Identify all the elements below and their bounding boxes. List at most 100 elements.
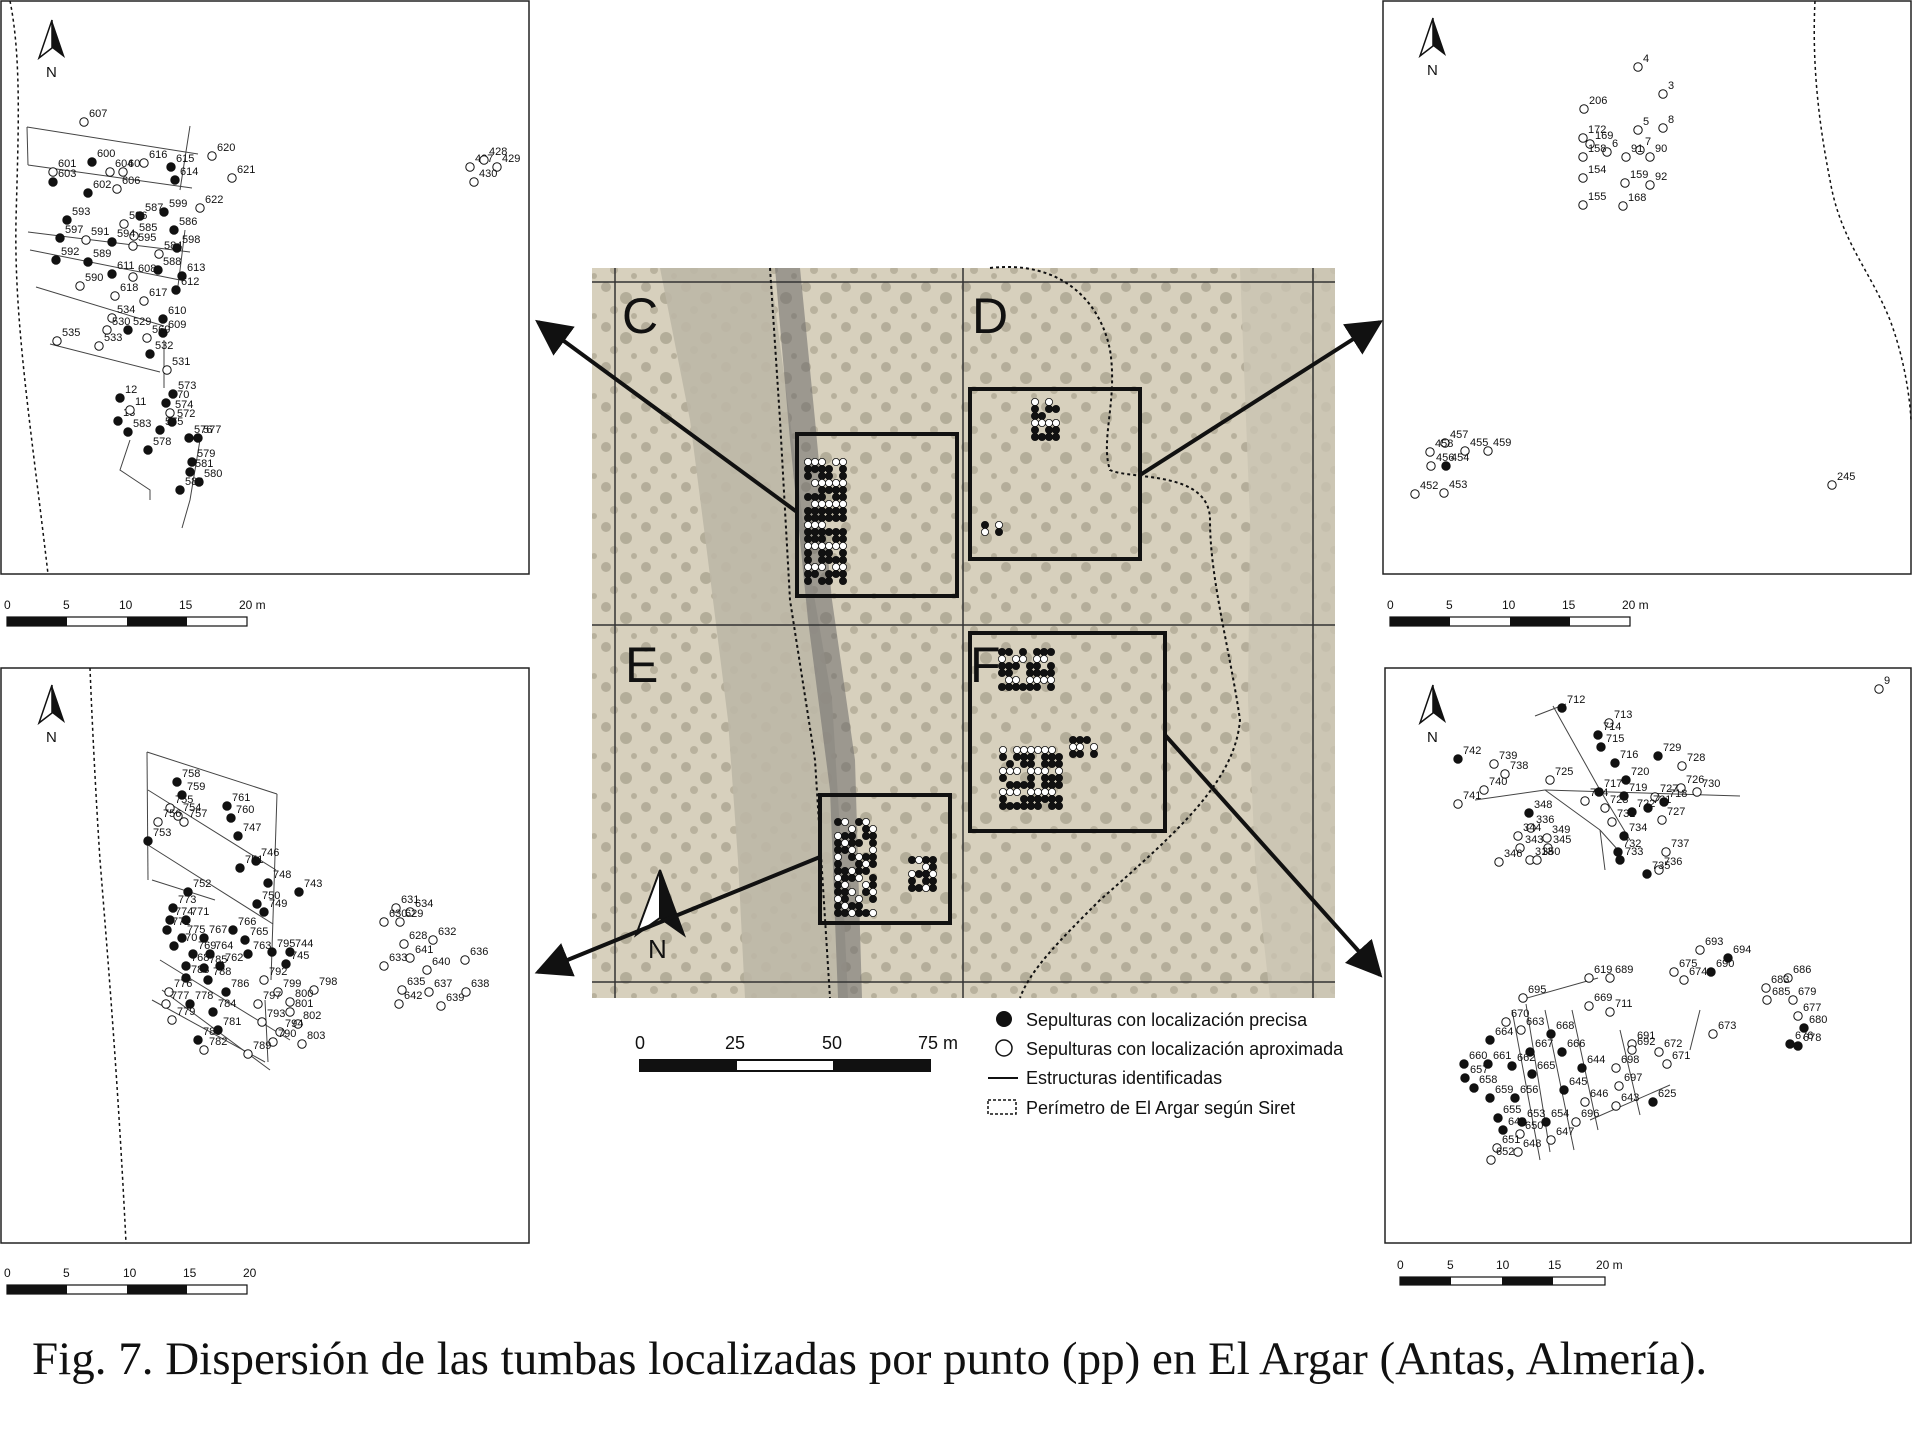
svg-text:20 m: 20 m <box>1596 1258 1623 1272</box>
tomb-label-f: 658 <box>1479 1074 1497 1086</box>
north-arrow-icon: N <box>37 684 65 746</box>
mini-tomb-marker <box>1055 767 1064 776</box>
tomb-marker-f <box>1613 847 1623 857</box>
tomb-label-e: 778 <box>195 990 213 1002</box>
mini-tomb-marker <box>804 528 813 537</box>
tomb-label-f: 686 <box>1793 964 1811 976</box>
mini-tomb-marker <box>839 549 848 558</box>
mini-tomb-marker <box>1026 683 1035 692</box>
tomb-label-c: 585 <box>139 222 157 234</box>
tomb-marker-f <box>1594 787 1604 797</box>
tomb-label-f: 673 <box>1718 1020 1736 1032</box>
mini-tomb-marker <box>839 563 848 572</box>
tomb-marker-c <box>172 243 182 253</box>
tomb-marker-e <box>293 1019 303 1029</box>
tomb-label-e: 638 <box>471 978 489 990</box>
tomb-marker-e <box>273 987 283 997</box>
panel-c-structures <box>9 0 201 575</box>
tomb-marker-f <box>1571 1117 1581 1127</box>
tomb-label-e: 744 <box>295 938 313 950</box>
tomb-marker-e <box>259 907 269 917</box>
mini-tomb-marker <box>1005 676 1014 685</box>
mini-tomb-marker <box>1040 676 1049 685</box>
mini-tomb-marker <box>1034 767 1043 776</box>
mini-tomb-marker <box>811 514 820 523</box>
mini-tomb-marker <box>839 577 848 586</box>
tomb-label-f: 656 <box>1520 1084 1538 1096</box>
tomb-label-c: 595 <box>138 232 156 244</box>
tomb-label-d: 3 <box>1668 80 1674 92</box>
tomb-label-e: 784 <box>218 998 236 1010</box>
tomb-marker-f <box>1518 993 1528 1003</box>
mini-tomb-marker <box>1055 802 1064 811</box>
tomb-label-e: 759 <box>187 781 205 793</box>
mini-tomb-marker <box>1019 683 1028 692</box>
tomb-label-e: 763 <box>253 940 271 952</box>
tomb-marker-f <box>1610 758 1620 768</box>
tomb-marker-c <box>107 313 117 323</box>
tomb-marker-f <box>1498 1125 1508 1135</box>
tomb-label-c: 429 <box>502 153 520 165</box>
tomb-marker-c <box>129 231 139 241</box>
mini-tomb-marker <box>841 902 850 911</box>
tomb-marker-e <box>185 999 195 1009</box>
tomb-marker-e <box>267 947 277 957</box>
tomb-label-f: 719 <box>1629 782 1647 794</box>
tomb-label-f: 350 <box>1542 846 1560 858</box>
mini-tomb-marker <box>1034 795 1043 804</box>
mini-tomb-marker <box>1006 781 1015 790</box>
tomb-label-e: 769 <box>198 940 216 952</box>
tomb-label-f: 714 <box>1603 721 1621 733</box>
tomb-marker-e <box>253 999 263 1009</box>
mini-tomb-marker <box>839 556 848 565</box>
tomb-marker-f <box>1627 1045 1637 1055</box>
tomb-marker-f <box>1619 791 1629 801</box>
tomb-label-c: 597 <box>65 224 83 236</box>
north-label: N <box>46 729 57 746</box>
tomb-marker-c <box>112 184 122 194</box>
mini-tomb-marker <box>834 867 843 876</box>
tomb-label-c: 591 <box>91 226 109 238</box>
mini-tomb-marker <box>818 485 827 494</box>
tomb-marker-f <box>1783 973 1793 983</box>
tomb-marker-f <box>1501 1017 1511 1027</box>
mini-tomb-marker <box>862 909 871 918</box>
tomb-marker-e <box>285 947 295 957</box>
tomb-label-f: 691 <box>1637 1030 1655 1042</box>
tomb-label-e: 642 <box>404 990 422 1002</box>
tomb-marker-f <box>1532 855 1542 865</box>
mini-tomb-marker <box>908 870 917 879</box>
tomb-marker-c <box>87 157 97 167</box>
center-aerial-map: C D E F N <box>592 266 1335 999</box>
tomb-marker-c <box>62 215 72 225</box>
mini-tomb-marker <box>841 832 850 841</box>
tomb-marker-e <box>243 949 253 959</box>
tomb-marker-d <box>1827 480 1837 490</box>
mini-tomb-marker <box>841 818 850 827</box>
tomb-marker-e <box>226 813 236 823</box>
mini-tomb-marker <box>1012 676 1021 685</box>
tomb-marker-c <box>123 325 133 335</box>
tomb-marker-e <box>424 987 434 997</box>
tomb-marker-e <box>177 790 187 800</box>
tomb-label-c: 604 <box>115 158 133 170</box>
mini-tomb-marker <box>1048 788 1057 797</box>
tomb-label-f: 697 <box>1624 1072 1642 1084</box>
tomb-marker-f <box>1676 783 1686 793</box>
mini-tomb-marker <box>804 570 813 579</box>
tomb-label-f: 674 <box>1689 966 1707 978</box>
mini-tomb-marker <box>1012 683 1021 692</box>
tomb-marker-e <box>153 817 163 827</box>
tomb-marker-c <box>161 398 171 408</box>
tomb-label-c: 600 <box>97 148 115 160</box>
mini-tomb-marker <box>832 542 841 551</box>
svg-text:20: 20 <box>243 1266 257 1280</box>
tomb-marker-c <box>479 155 489 165</box>
tomb-label-c: 582 <box>185 476 203 488</box>
mini-tomb-marker <box>869 895 878 904</box>
mini-tomb-marker <box>834 881 843 890</box>
tomb-marker-f <box>1557 1047 1567 1057</box>
mini-tomb-marker <box>832 570 841 579</box>
mini-tomb-marker <box>839 535 848 544</box>
